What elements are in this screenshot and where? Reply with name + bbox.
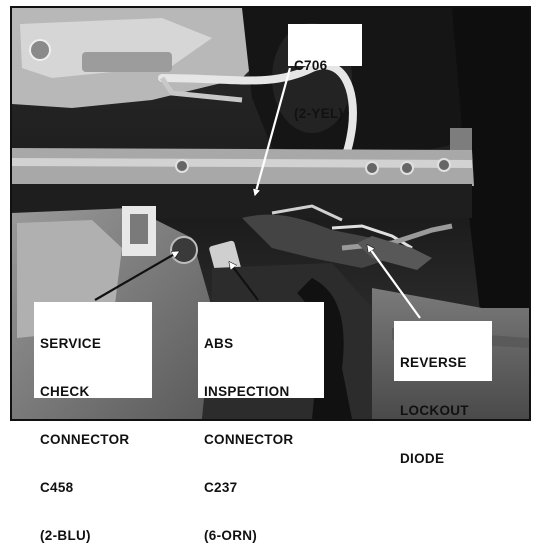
abs-inspection-connector-callout: ABS INSPECTION CONNECTOR C237 (6-ORN) <box>198 302 324 543</box>
service-check-connector-callout: SERVICE CHECK CONNECTOR C458 (2-BLU) <box>34 302 152 543</box>
c706-callout-line1: C706 <box>294 58 328 73</box>
c706-callout-line2: (2-YEL) <box>294 106 344 121</box>
service-check-line4: C458 <box>40 480 74 495</box>
abs-inspection-line1: ABS <box>204 336 234 351</box>
reverse-lockout-line2: LOCKOUT <box>400 403 469 418</box>
abs-inspection-line2: INSPECTION <box>204 384 290 399</box>
abs-inspection-line4: C237 <box>204 480 238 495</box>
reverse-lockout-diode-callout: REVERSE LOCKOUT DIODE <box>394 321 492 466</box>
c706-callout: C706 (2-YEL) <box>288 24 362 121</box>
service-check-line5: (2-BLU) <box>40 528 91 543</box>
abs-inspection-line5: (6-ORN) <box>204 528 258 543</box>
reverse-lockout-line3: DIODE <box>400 451 445 466</box>
reverse-lockout-line1: REVERSE <box>400 355 467 370</box>
service-check-line1: SERVICE <box>40 336 102 351</box>
service-check-line2: CHECK <box>40 384 90 399</box>
abs-inspection-line3: CONNECTOR <box>204 432 294 447</box>
service-check-line3: CONNECTOR <box>40 432 130 447</box>
